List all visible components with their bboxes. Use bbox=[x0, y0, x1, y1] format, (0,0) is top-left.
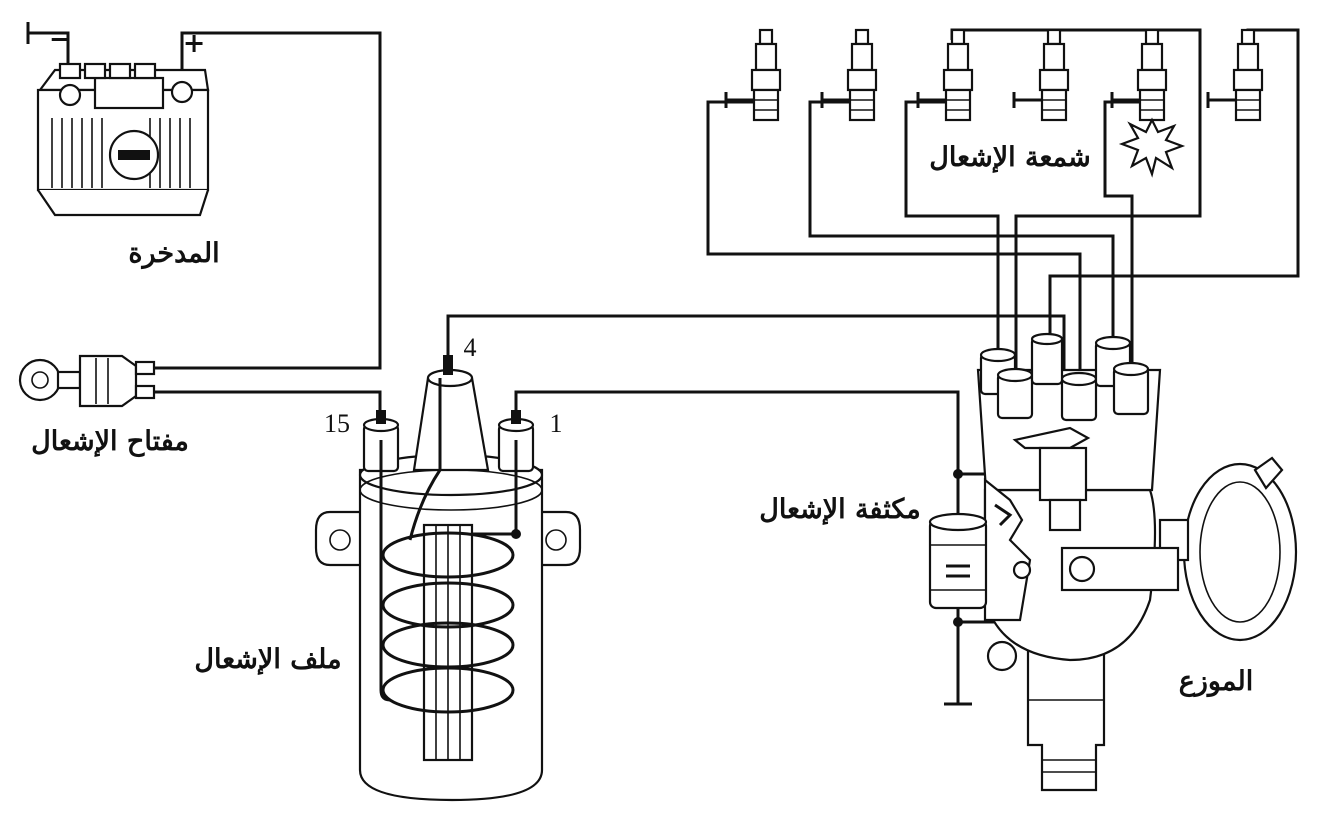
battery-positive-label: + bbox=[183, 28, 206, 59]
condenser bbox=[928, 469, 988, 627]
spark-icon bbox=[1118, 117, 1186, 178]
spark-plugs bbox=[724, 28, 1264, 178]
distributor bbox=[976, 332, 1298, 792]
coil-terminal-15-label: 15 bbox=[324, 409, 350, 438]
battery-negative-terminal bbox=[58, 83, 82, 107]
key-icon bbox=[18, 358, 62, 402]
coil-hv-terminal-label: 4 bbox=[464, 333, 477, 362]
spark-plugs-label: شمعة الإشعال bbox=[929, 142, 1091, 174]
high-tension-wire bbox=[446, 314, 1066, 434]
ignition-switch-label: مفتاح الإشعال bbox=[31, 426, 189, 458]
ignition-switch bbox=[18, 354, 156, 408]
spark-plug-2 bbox=[820, 28, 878, 122]
condenser-label: مكثفة الإشعال bbox=[759, 494, 920, 526]
ignition-coil bbox=[314, 355, 582, 802]
battery: − + bbox=[36, 24, 210, 217]
spark-plug-1 bbox=[724, 28, 782, 122]
battery-positive-terminal bbox=[170, 80, 194, 104]
coil-terminal-1-label: 1 bbox=[550, 409, 563, 438]
plug-lead-2 bbox=[808, 100, 1115, 368]
plug-lead-3b bbox=[950, 28, 1052, 40]
primary-wire bbox=[514, 390, 960, 474]
plug-lead-5 bbox=[1103, 100, 1148, 368]
spark-plug-4 bbox=[1012, 28, 1070, 122]
spark-plug-3 bbox=[916, 28, 974, 122]
ignition-coil-label: ملف الإشعال bbox=[194, 644, 341, 676]
battery-label: المدخرة bbox=[128, 238, 219, 270]
coil-hv-terminal bbox=[443, 355, 453, 375]
battery-positive-wire bbox=[150, 31, 382, 370]
spark-plug-6 bbox=[1206, 28, 1264, 122]
distributor-label: الموزع bbox=[1179, 666, 1253, 698]
distributor-rotor bbox=[1012, 426, 1091, 450]
spark-plug-5 bbox=[1110, 28, 1186, 178]
battery-ground-wire bbox=[28, 31, 70, 75]
plug-lead-3 bbox=[904, 100, 1000, 374]
battery-negative-label: − bbox=[49, 24, 72, 55]
